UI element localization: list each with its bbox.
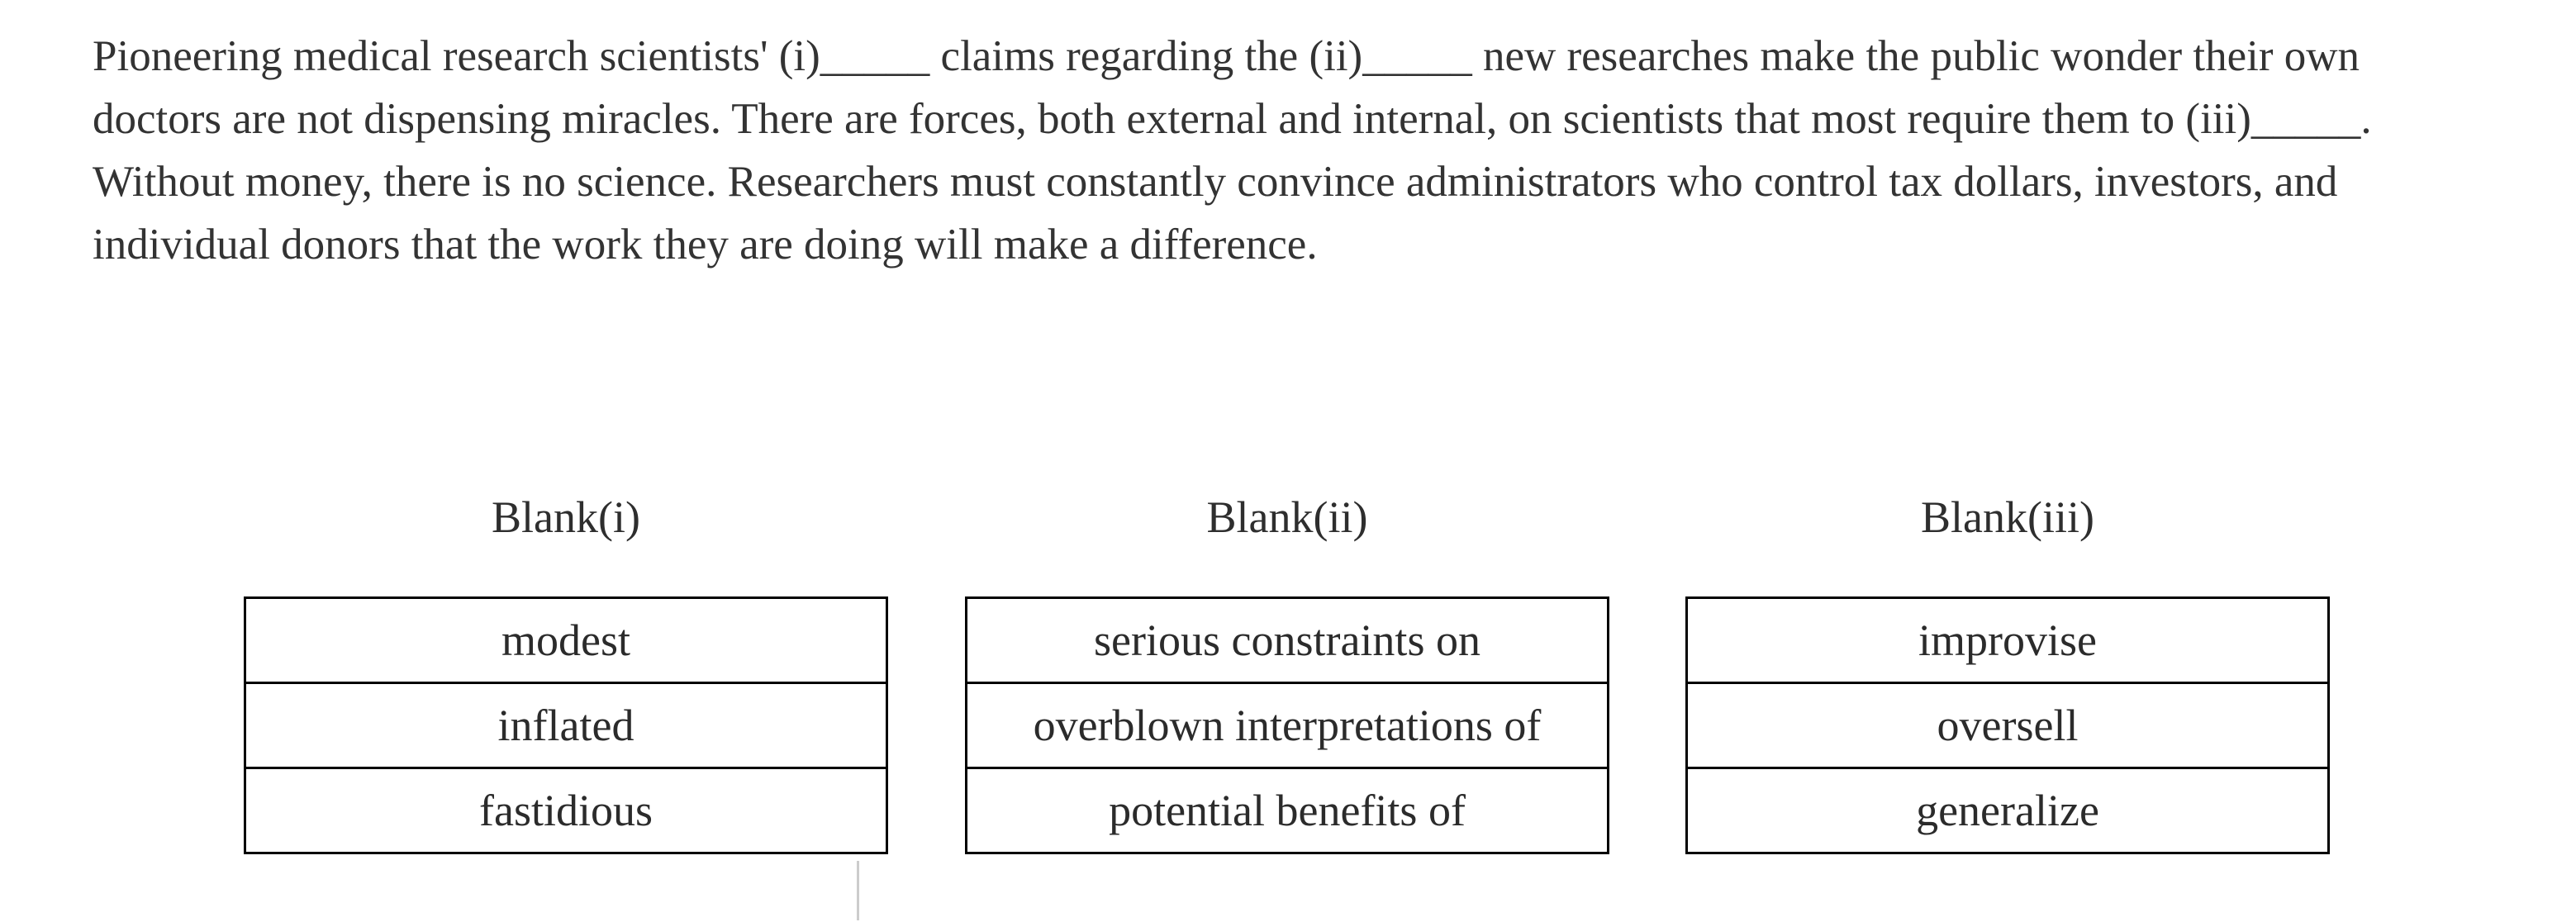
passage-line: Without money, there is no science. Rese… [93,158,2338,206]
answer-option-blank-iii[interactable]: oversell [1688,682,2327,767]
passage-line: individual donors that the work they are… [93,221,1318,269]
passage-line: doctors are not dispensing miracles. The… [93,95,2372,143]
answer-option-blank-i[interactable]: modest [501,615,630,665]
answer-option-blank-iii[interactable]: generalize [1688,767,2327,852]
blank-iii-header: Blank(iii) [1921,492,2094,542]
blank-iii-options-table: improvise oversell generalize [1685,596,2330,854]
vertical-divider-line [857,861,859,920]
blank-ii-header: Blank(ii) [1206,492,1368,542]
answer-option-blank-ii[interactable]: serious constraints on [1094,615,1480,665]
question-passage: Pioneering medical research scientists' … [93,25,2372,276]
answer-option-blank-iii[interactable]: improvise [1918,615,2097,665]
answer-option-blank-i[interactable]: inflated [246,682,886,767]
answer-option-blank-ii[interactable]: potential benefits of [967,767,1607,852]
answer-option-blank-i[interactable]: fastidious [246,767,886,852]
blank-i-options-table: modest inflated fastidious [244,596,888,854]
blank-ii-options-table: serious constraints on overblown interpr… [965,596,1609,854]
passage-line: Pioneering medical research scientists' … [93,32,2360,80]
blank-i-header: Blank(i) [492,492,640,542]
answer-option-blank-ii[interactable]: overblown interpretations of [967,682,1607,767]
